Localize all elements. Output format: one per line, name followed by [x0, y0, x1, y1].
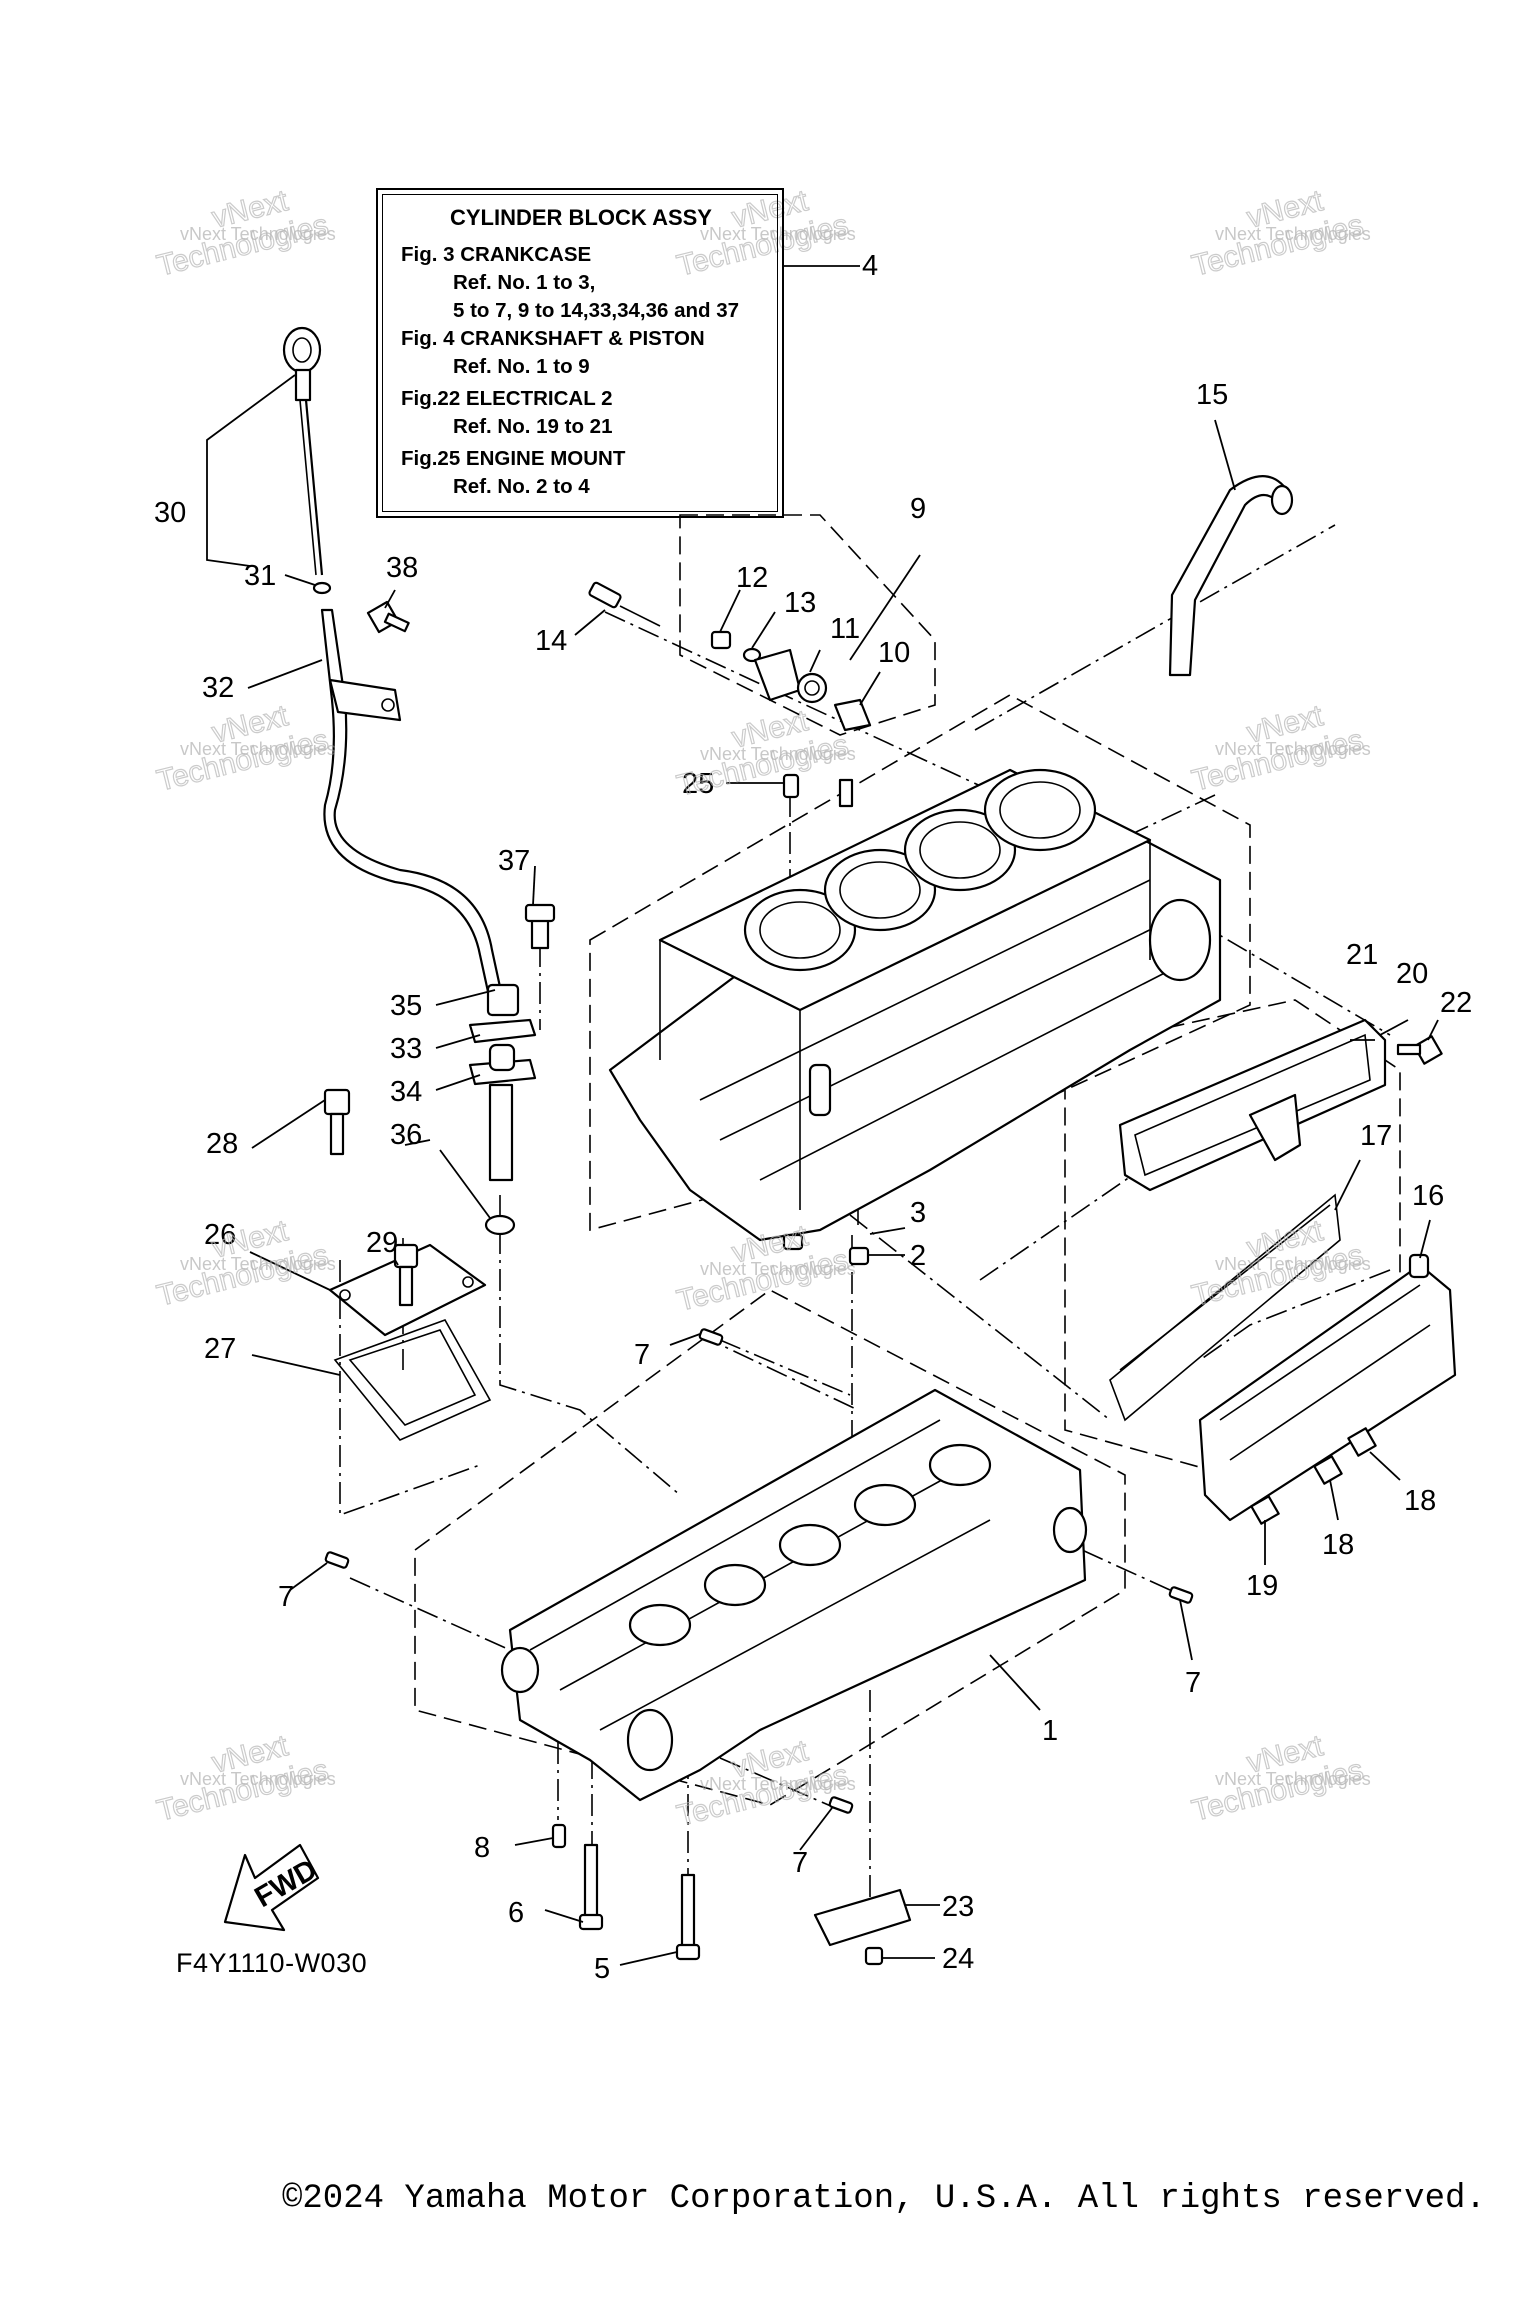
callout-18b: 18 [1322, 1529, 1354, 1561]
watermark-text: vNext Technologies [700, 1259, 856, 1279]
bolt-38 [366, 600, 410, 634]
callout-3: 3 [910, 1197, 926, 1229]
lower-crankcase [500, 1388, 1088, 1802]
callout-33: 33 [390, 1033, 422, 1065]
bolts-18-19 [1250, 1427, 1377, 1525]
callout-36: 36 [390, 1119, 422, 1151]
watermark-text: vNext Technologies [180, 1254, 336, 1274]
callout-13: 13 [784, 587, 816, 619]
gasket-17 [1109, 1193, 1341, 1422]
callout-6: 6 [508, 1897, 524, 1929]
callout-7a: 7 [634, 1339, 650, 1371]
plate-21 [1118, 1018, 1387, 1192]
oil-dipstick [282, 326, 332, 595]
callout-22: 22 [1440, 987, 1472, 1019]
callout-17: 17 [1360, 1120, 1392, 1152]
callout-23: 23 [942, 1891, 974, 1923]
callout-19: 19 [1246, 1570, 1278, 1602]
callout-30: 30 [154, 497, 186, 529]
ref-no-line: Ref. No. 1 to 3, [453, 271, 596, 294]
cross-reference-box-inner: CYLINDER BLOCK ASSY Fig. 3 CRANKCASE Ref… [382, 194, 778, 512]
fig-ref-line: Fig. 3 CRANKCASE [401, 243, 592, 266]
callout-7b: 7 [278, 1581, 294, 1613]
callout-35: 35 [390, 990, 422, 1022]
callout-25: 25 [682, 768, 714, 800]
callout-27: 27 [204, 1333, 236, 1365]
callout-28: 28 [206, 1128, 238, 1160]
callout-1: 1 [1042, 1715, 1058, 1747]
watermark-text: vNext Technologies [180, 1769, 336, 1789]
fwd-arrow: FWD [223, 1843, 323, 1932]
fig-ref-line: Fig.22 ELECTRICAL 2 [401, 387, 613, 410]
small-fasteners [324, 773, 1194, 1966]
callout-34: 34 [390, 1076, 422, 1108]
watermark-text: vNext Technologies [180, 224, 336, 244]
callout-38: 38 [386, 552, 418, 584]
tube-lower-parts [468, 903, 556, 1236]
callout-11: 11 [830, 613, 860, 645]
callout-16: 16 [1412, 1180, 1444, 1212]
ref-no-line: 5 to 7, 9 to 14,33,34,36 and 37 [453, 299, 740, 322]
ref-no-line: Ref. No. 2 to 4 [453, 475, 590, 498]
callout-10: 10 [878, 637, 910, 669]
box-title: CYLINDER BLOCK ASSY [450, 205, 712, 230]
hose-15 [1168, 475, 1294, 677]
ref-no-line: Ref. No. 19 to 21 [453, 415, 613, 438]
callout-32: 32 [202, 672, 234, 704]
oil-pump-assy-9 [588, 581, 872, 732]
watermark-text: vNext Technologies [1215, 224, 1371, 244]
callout-7d: 7 [792, 1847, 808, 1879]
callout-5: 5 [594, 1953, 610, 1985]
cover-16 [1198, 1253, 1457, 1522]
diagram-code: F4Y1110-W030 [176, 1948, 368, 1978]
callout-26: 26 [204, 1219, 236, 1251]
callout-12: 12 [736, 562, 768, 594]
watermark-text: vNext Technologies [1215, 1254, 1371, 1274]
copyright-notice: ©2024 Yamaha Motor Corporation, U.S.A. A… [282, 2180, 1486, 2218]
watermarks: vNext Technologies vNext Technologies vN… [153, 183, 1371, 1833]
watermark-text: vNext Technologies [1215, 739, 1371, 759]
callout-4: 4 [862, 250, 878, 282]
callout-29: 29 [366, 1227, 398, 1259]
callout-numbers: 4 15 9 30 31 38 12 13 11 10 14 32 25 37 … [154, 250, 1472, 1985]
callout-8: 8 [474, 1832, 490, 1864]
leader-lines [206, 265, 1439, 1966]
watermark-text: vNext Technologies [1215, 1769, 1371, 1789]
callout-2: 2 [910, 1240, 926, 1272]
ref-no-line: Ref. No. 1 to 9 [453, 355, 590, 378]
dipstick-guide-tube [320, 608, 507, 1012]
watermark-text: vNext Technologies [180, 739, 336, 759]
bolt-22 [1396, 1035, 1443, 1065]
watermark-text: vNext Technologies [700, 744, 856, 764]
callout-20: 20 [1396, 958, 1428, 990]
cross-reference-box: CYLINDER BLOCK ASSY Fig. 3 CRANKCASE Ref… [376, 188, 784, 518]
upper-crankcase [608, 768, 1222, 1266]
fig-ref-line: Fig.25 ENGINE MOUNT [401, 447, 626, 470]
bolts-28-29 [323, 1088, 419, 1307]
callout-14: 14 [535, 625, 567, 657]
watermark-text: vNext Technologies [700, 1774, 856, 1794]
callout-18a: 18 [1404, 1485, 1436, 1517]
callout-7c: 7 [1185, 1667, 1201, 1699]
callout-31: 31 [244, 560, 276, 592]
callout-21: 21 [1346, 939, 1378, 971]
gasket-27 [333, 1319, 492, 1441]
callout-9: 9 [910, 493, 926, 525]
callout-37: 37 [498, 845, 530, 877]
callout-15: 15 [1196, 379, 1228, 411]
fig-ref-line: Fig. 4 CRANKSHAFT & PISTON [401, 327, 705, 350]
callout-24: 24 [942, 1943, 974, 1975]
